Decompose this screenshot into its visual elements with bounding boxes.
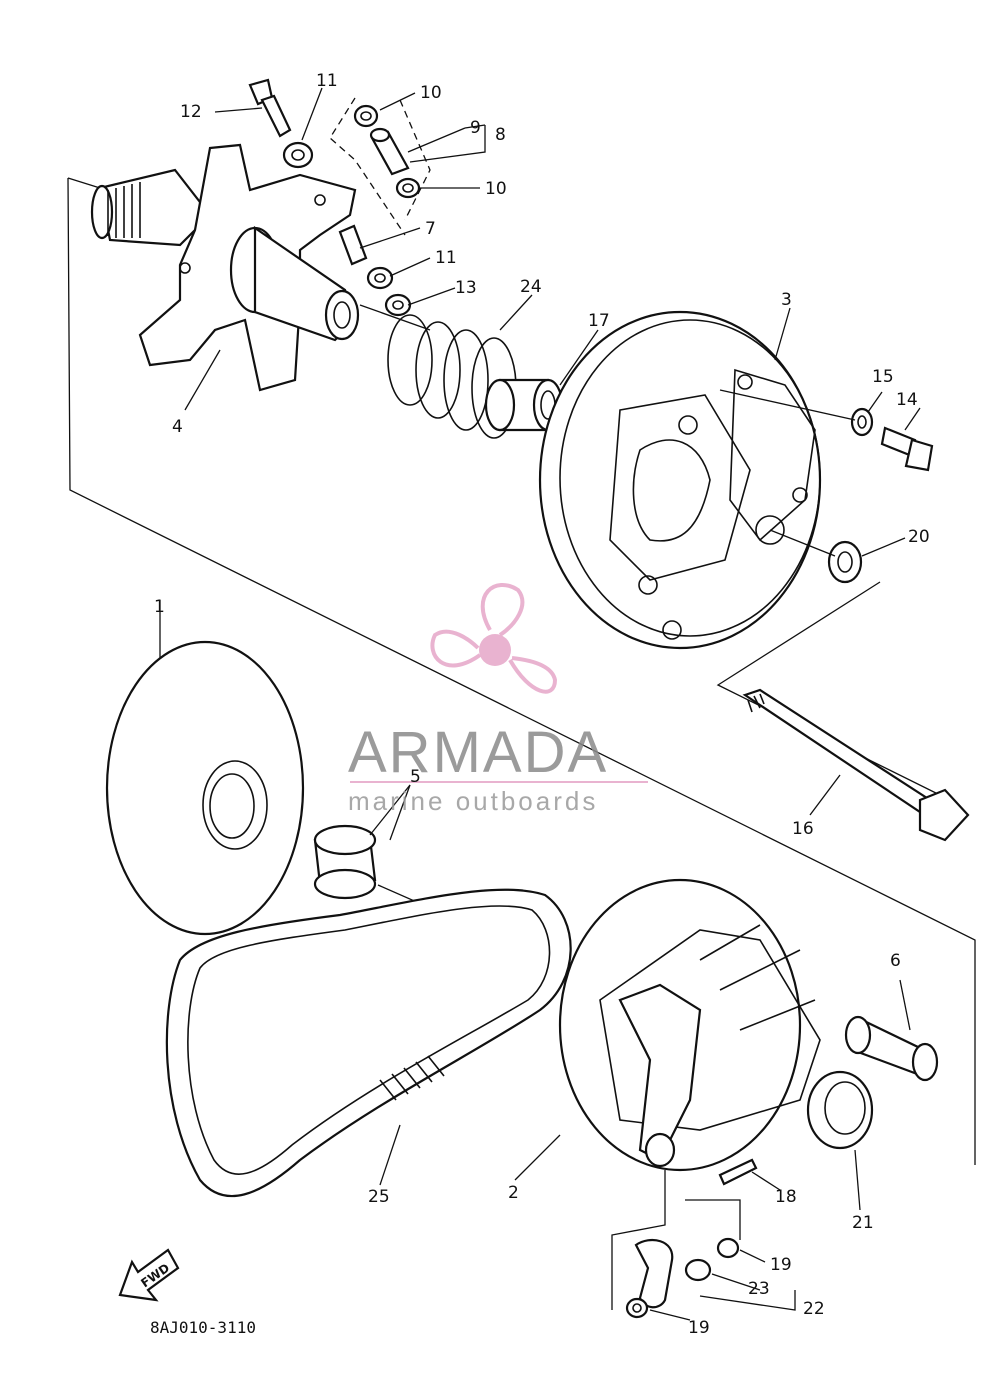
callout-4: 4 [172,417,183,437]
callout-23: 23 [748,1279,770,1299]
armada-watermark: ARMADA marine outboards [348,583,648,816]
drawing-code: 8AJ010-3110 [150,1318,256,1337]
callout-21: 21 [852,1213,874,1233]
sheave-hardware [719,389,934,584]
forward-arrow-icon: FWD [118,1248,180,1302]
callout-22: 22 [803,1299,825,1319]
part-6-sleeve [844,1015,939,1082]
callout-5: 5 [410,767,421,787]
watermark-tagline: marine outboards [348,786,598,816]
hub-hardware-small-parts [248,78,431,317]
callout-16: 16 [792,819,814,839]
callout-18: 18 [775,1187,797,1207]
callout-2: 2 [508,1183,519,1203]
small-pin-and-arm-parts [625,1158,758,1319]
callout-12: 12 [180,102,202,122]
callout-1: 1 [154,597,165,617]
callout-20: 20 [908,527,930,547]
part-25-drive-belt [165,888,572,1198]
callout-leader-lines [184,87,921,1321]
callout-11-bottom: 11 [435,248,457,268]
callout-14: 14 [896,390,918,410]
part-21-oil-seal [806,1070,874,1150]
callout-8: 8 [495,125,506,145]
callout-17: 17 [588,311,610,331]
part-16-bolt [742,688,970,842]
callout-6: 6 [890,951,901,971]
callout-19-lower: 19 [688,1318,710,1338]
part-2-sheave-assembly [558,878,821,1172]
callout-24: 24 [520,277,542,297]
callout-9: 9 [470,118,481,138]
callout-19-upper: 19 [770,1255,792,1275]
part-5-collar [313,824,377,900]
callout-3: 3 [781,290,792,310]
watermark-brand: ARMADA [348,720,608,785]
propeller-logo-icon [430,583,558,694]
callout-13: 13 [455,278,477,298]
part-3-movable-sheave [538,310,822,650]
callout-7: 7 [425,219,436,239]
callout-labels: 8AJ010-3110 1 2 3 4 5 6 7 8 9 10 10 11 1… [150,71,930,1338]
callout-10-top: 10 [420,83,442,103]
part-4-fixed-sheave-hub [90,143,360,392]
callout-25: 25 [368,1187,390,1207]
callout-11-top: 11 [316,71,338,91]
callout-15: 15 [872,367,894,387]
part-1-disc-sheave [105,640,305,936]
callout-10-bottom: 10 [485,179,507,199]
